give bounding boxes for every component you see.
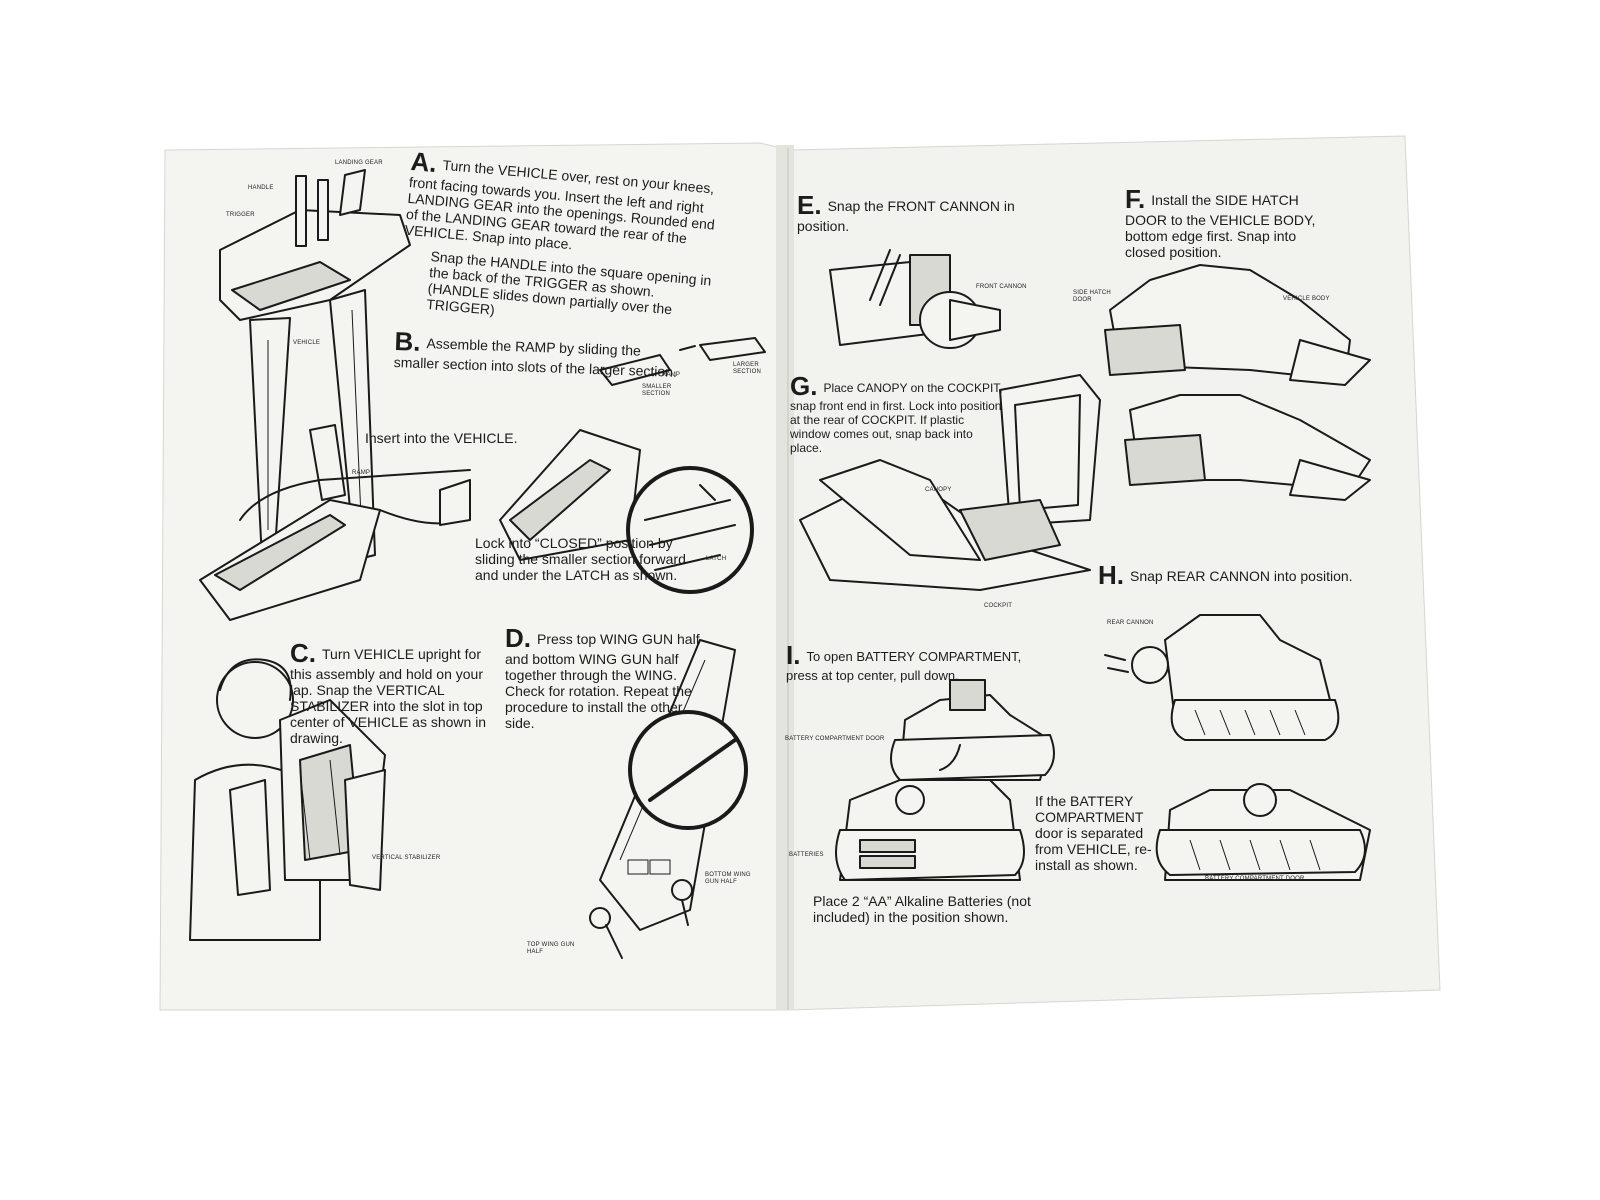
canopy-cockpit-illustration [799, 374, 1101, 591]
step-d-letter: D. [505, 623, 531, 653]
callout-larger-section: LARGER SECTION [733, 362, 762, 375]
step-e-letter: E. [797, 190, 822, 220]
step-b-text: Assemble the RAMP by sliding the smaller… [393, 335, 678, 380]
callout-battery-door-1: BATTERY COMPARTMENT DOOR [785, 736, 885, 742]
callout-batteries: BATTERIES [789, 852, 824, 858]
front-cannon-illustration [829, 249, 1001, 349]
step-f-letter: F. [1125, 184, 1146, 214]
callout-battery-door-2: BATTERY COMPARTMENT DOOR [1205, 876, 1305, 882]
step-h-text: Snap REAR CANNON into position. [1130, 568, 1353, 584]
step-a-text: Turn the VEHICLE over, rest on your knee… [404, 156, 716, 253]
battery-door-illustration [890, 679, 1055, 781]
rear-cannon-illustration [1104, 614, 1340, 741]
side-hatch-door-illustration [1104, 264, 1371, 501]
step-g: G.Place CANOPY on the COCKPIT, snap fron… [790, 373, 1005, 463]
step-i-batteries-text: Place 2 “AA” Alkaline Batteries (not inc… [813, 893, 1031, 925]
step-c-letter: C. [290, 638, 316, 668]
battery-door-reinstall-illustration [1155, 783, 1371, 881]
step-f-text: Install the SIDE HATCH DOOR to the VEHIC… [1125, 192, 1316, 260]
ramp-latch-illustration [499, 429, 754, 594]
callout-vehicle: VEHICLE [293, 340, 321, 346]
step-i-text: To open BATTERY COMPARTMENT, press at to… [786, 649, 1022, 683]
callout-bottom-wing-gun: BOTTOM WING GUN HALF [705, 872, 751, 885]
callout-cockpit: COCKPIT [984, 603, 1013, 609]
step-i-reinstall-text: If the BATTERY COMPARTMENT door is separ… [1035, 793, 1152, 873]
step-b-letter: B. [394, 326, 422, 357]
step-i-letter: I. [786, 640, 801, 670]
step-h-letter: H. [1098, 560, 1124, 590]
spine-shadow [776, 145, 794, 1010]
step-g-letter: G. [790, 371, 818, 401]
callout-canopy: CANOPY [925, 487, 952, 493]
callout-ramp-b: RAMP [662, 372, 681, 378]
callout-top-wing-gun: TOP WING GUN HALF [527, 942, 575, 955]
step-g-text: Place CANOPY on the COCKPIT, snap front … [790, 381, 1003, 455]
callout-handle: HANDLE [248, 185, 274, 191]
step-b-insert-text: Insert into the VEHICLE. [365, 430, 518, 446]
callout-front-cannon: FRONT CANNON [976, 284, 1027, 290]
step-c: C.Turn VEHICLE upright for this assembly… [290, 640, 490, 754]
callout-smaller-section: SMALLER SECTION [642, 384, 672, 397]
step-a: A.Turn the VEHICLE over, rest on your kn… [397, 146, 726, 345]
callout-trigger: TRIGGER [226, 212, 255, 218]
batteries-illustration [835, 779, 1025, 881]
boy-holding-vehicle-illustration [189, 658, 386, 941]
callout-side-hatch-door: SIDE HATCH DOOR [1073, 290, 1111, 303]
callout-latch: LATCH [706, 556, 727, 562]
step-c-text: Turn VEHICLE upright for this assembly a… [290, 646, 487, 746]
callout-landing-gear: LANDING GEAR [335, 160, 383, 166]
callout-vertical-stabilizer: VERTICAL STABILIZER [372, 855, 441, 861]
step-e-text: Snap the FRONT CANNON in position. [797, 198, 1015, 234]
step-i: I.To open BATTERY COMPARTMENT, press at … [786, 642, 1041, 691]
callout-ramp: RAMP [352, 470, 371, 476]
ramp-pieces-illustration [599, 337, 766, 386]
ramp-insert-illustration [199, 424, 471, 621]
step-a-text-2: Snap the HANDLE into the square opening … [425, 248, 713, 318]
step-b-lock-text: Lock into “CLOSED” position by sliding t… [475, 535, 686, 583]
step-f: F.Install the SIDE HATCH DOOR to the VEH… [1125, 186, 1330, 268]
vehicle-landing-gear-illustration [219, 169, 411, 561]
callout-vehicle-body: VEHICLE BODY [1283, 296, 1330, 302]
step-e: E.Snap the FRONT CANNON in position. [797, 192, 1017, 242]
callout-rear-cannon: REAR CANNON [1107, 620, 1154, 626]
step-b: B.Assemble the RAMP by sliding the small… [393, 326, 680, 388]
step-h: H. Snap REAR CANNON into position. [1098, 562, 1368, 596]
step-d: D.Press top WING GUN half and bottom WIN… [505, 625, 715, 739]
wing-gun-illustration [589, 639, 748, 959]
step-d-text: Press top WING GUN half and bottom WING … [505, 631, 700, 731]
